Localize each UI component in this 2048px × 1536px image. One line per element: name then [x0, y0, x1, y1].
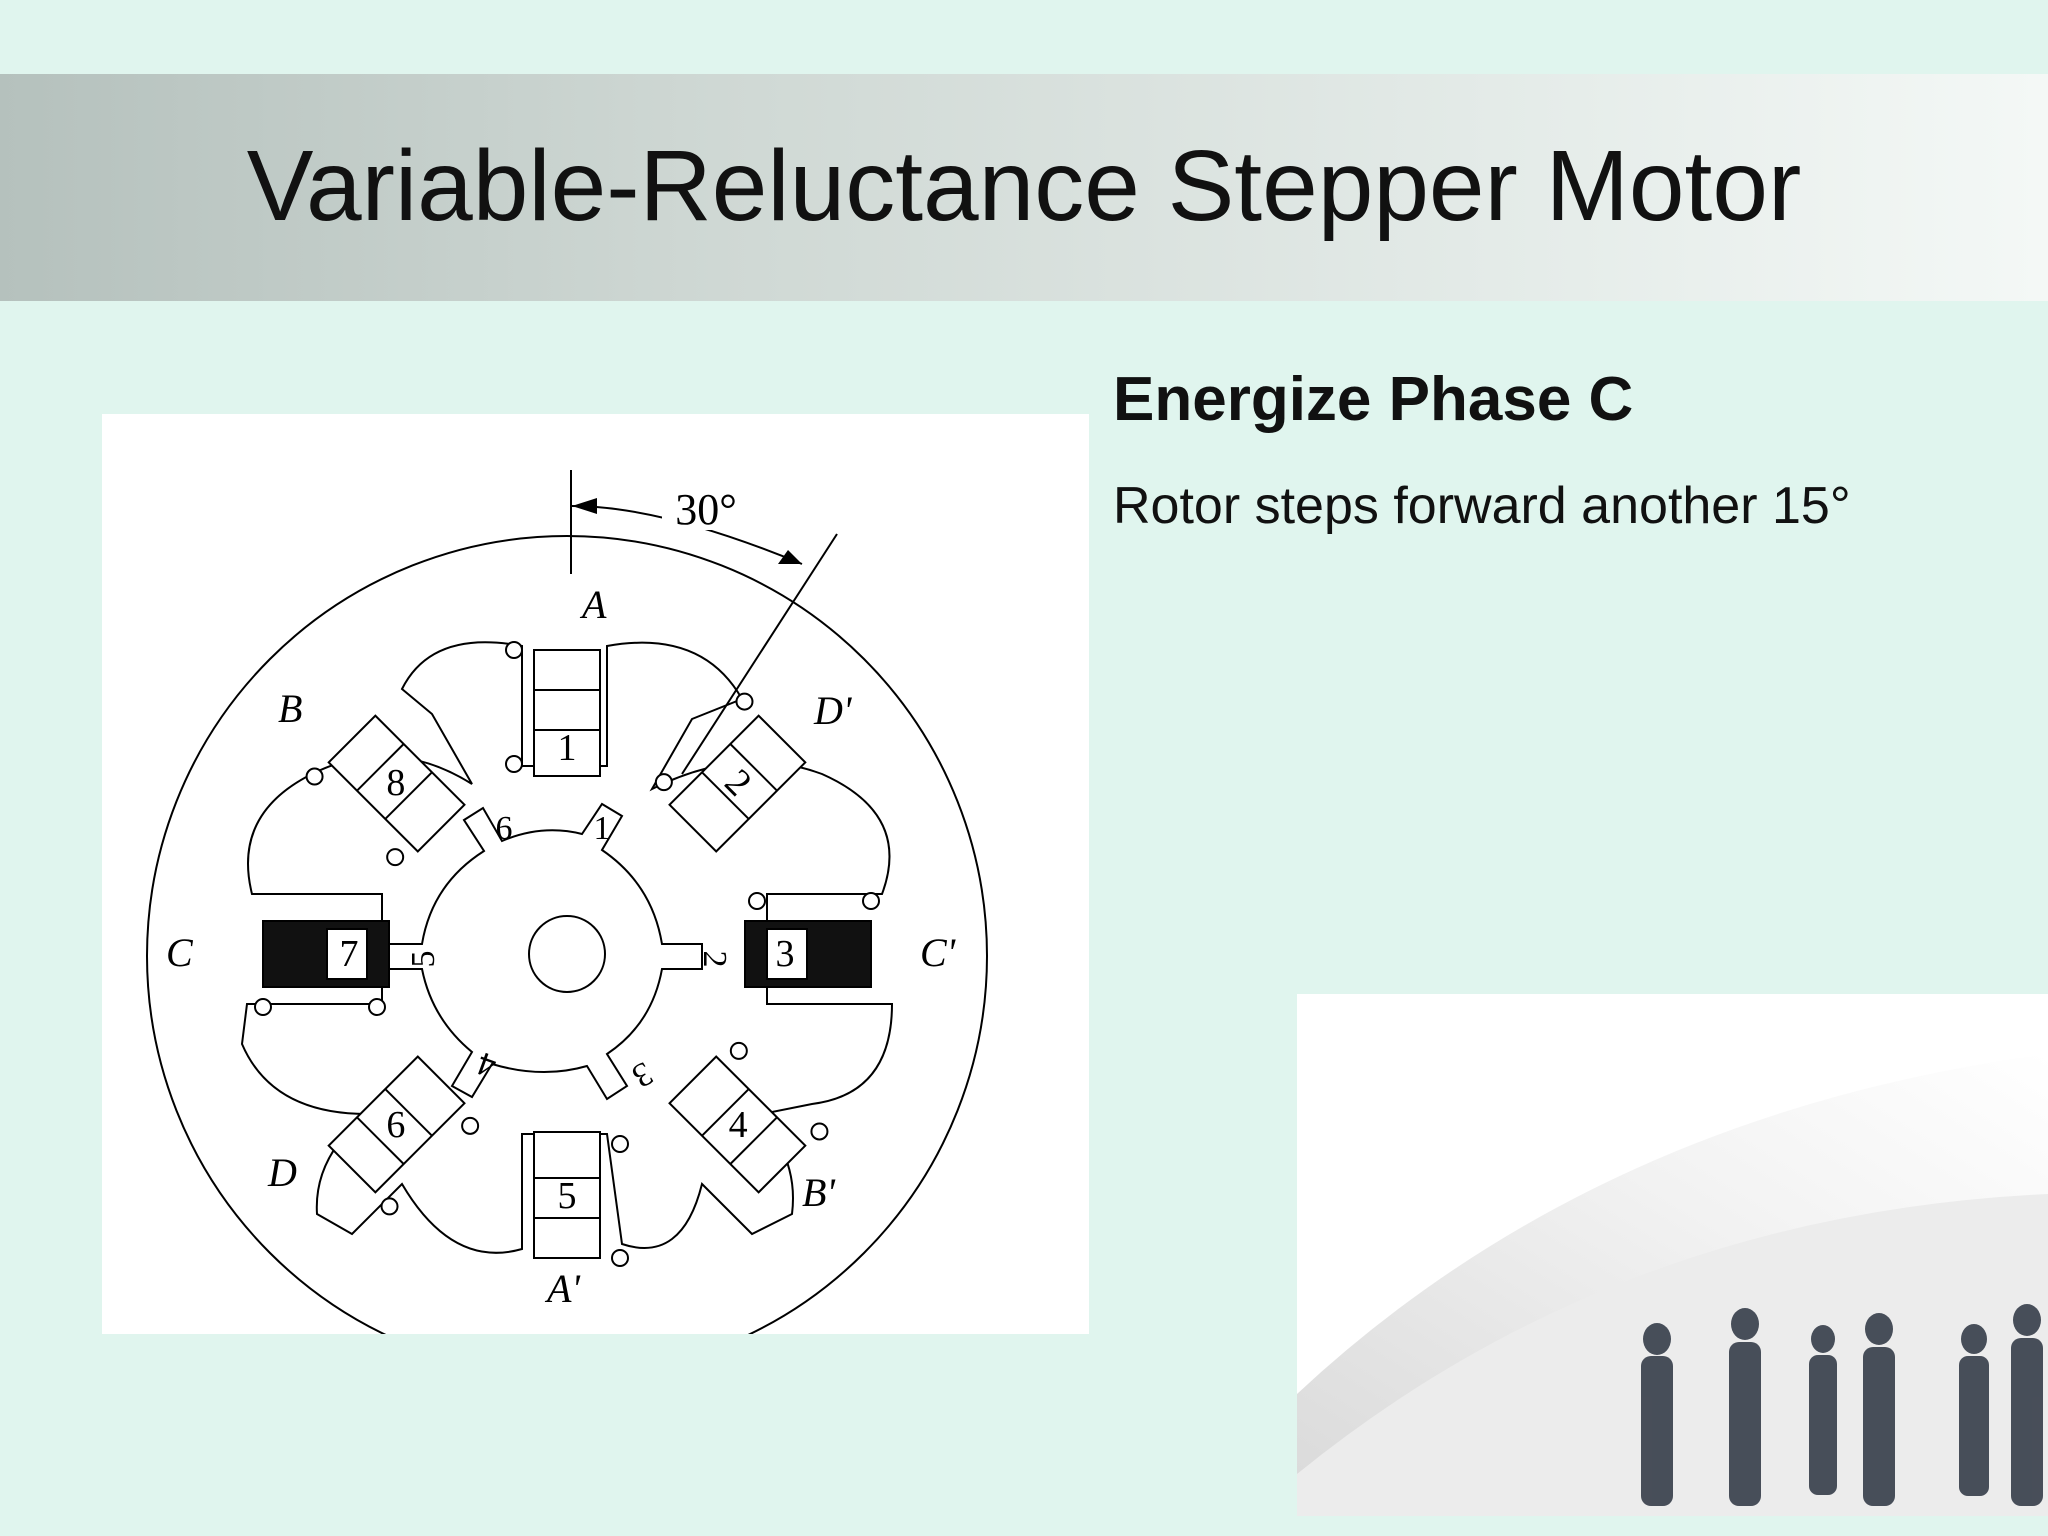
coil-4: 4: [668, 1041, 829, 1194]
rotor-tooth-4: 4: [473, 1044, 502, 1085]
rotor-tooth-3: 3: [626, 1054, 659, 1095]
pole-label-A: A: [579, 582, 607, 627]
coil-6: 6: [327, 1055, 480, 1216]
coil-1: 1: [505, 641, 601, 777]
pole-label-D-prime: D': [813, 688, 853, 733]
rotor-shaft: [528, 915, 606, 993]
rotor: 1 2 3 4 5 6: [381, 802, 733, 1101]
people-holding-hands-image: [1297, 994, 2048, 1516]
rotor-tooth-5: 5: [405, 951, 442, 968]
pole-label-C: C: [166, 930, 194, 975]
angle-indicator: 30°: [570, 470, 838, 775]
pole-label-B: B: [278, 686, 302, 731]
stepper-motor-diagram: 1 2 3 4 5 6 30° 1: [102, 414, 1089, 1334]
title-bar: [0, 74, 2048, 301]
coil-number-7: 7: [340, 933, 359, 975]
slide-title: Variable-Reluctance Stepper Motor: [246, 130, 1802, 242]
coil-number-1: 1: [558, 727, 577, 769]
people-silhouettes: [1641, 1304, 2043, 1506]
rotor-tooth-2: 2: [696, 951, 733, 968]
pole-label-A-prime: A': [544, 1266, 581, 1311]
rotor-tooth-1: 1: [594, 810, 611, 847]
coil-number-6: 6: [386, 1104, 405, 1146]
coil-8: 8: [305, 714, 466, 867]
rotor-tooth-6: 6: [496, 810, 513, 847]
coil-number-3: 3: [776, 933, 795, 975]
coil-2: 2: [654, 692, 807, 853]
coil-7-energized: 7: [254, 920, 390, 1016]
pole-label-C-prime: C': [920, 930, 957, 975]
stator-outer-ring: [146, 535, 988, 1334]
coil-number-8: 8: [386, 762, 405, 804]
coil-5: 5: [533, 1131, 629, 1267]
coil-number-5: 5: [558, 1175, 577, 1217]
slide-subheading: Energize Phase C: [1113, 365, 1634, 434]
coil-3-energized: 3: [744, 892, 880, 988]
pole-label-D: D: [267, 1150, 297, 1195]
coil-number-4: 4: [729, 1104, 748, 1146]
pole-label-B-prime: B': [802, 1170, 836, 1215]
slide-body-text: Rotor steps forward another 15°: [1113, 477, 1851, 535]
angle-label: 30°: [675, 485, 737, 534]
